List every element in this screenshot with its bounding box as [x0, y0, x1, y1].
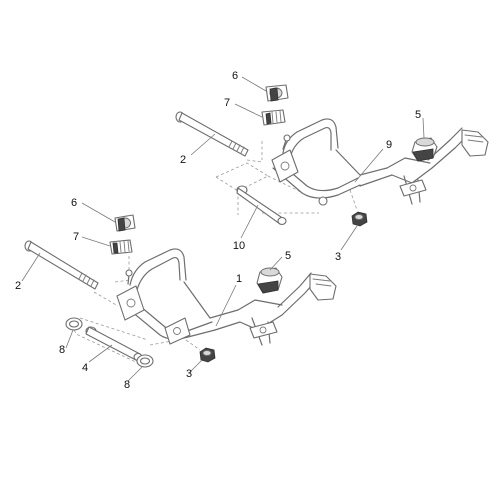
callout-labels: 6 7 5 9 2 10 3 6 7 5 2 1 8 4 8 3: [15, 70, 421, 391]
main-stand-frame-upper: [271, 118, 489, 206]
callout-3-lower: 3: [186, 368, 192, 380]
long-bolt-lower: [24, 240, 99, 290]
callout-2-upper: 2: [180, 154, 186, 166]
pivot-shaft: [85, 326, 143, 362]
callout-10: 10: [233, 240, 245, 252]
nut-lower: [199, 347, 216, 363]
callout-6-lower: 6: [71, 197, 77, 209]
pin-10: [236, 185, 287, 226]
callout-8-right: 8: [124, 379, 130, 391]
spring-upper: [261, 109, 286, 126]
callout-4: 4: [82, 362, 88, 374]
callout-2-lower: 2: [15, 280, 21, 292]
upper-assembly: [175, 84, 489, 227]
callout-5-upper: 5: [415, 109, 421, 121]
rubber-foot-upper: [411, 137, 438, 162]
callout-6-upper: 6: [232, 70, 238, 82]
leader-lines: [21, 76, 425, 382]
callout-7-lower: 7: [73, 231, 79, 243]
spring-bushing-lower: [114, 214, 136, 232]
callout-7-upper: 7: [224, 97, 230, 109]
callout-9: 9: [386, 139, 392, 151]
callout-1: 1: [236, 273, 242, 285]
spring-lower: [109, 239, 133, 255]
washer-right: [136, 354, 154, 368]
upper-guide-lines: [215, 141, 358, 215]
lower-guide-lines: [69, 256, 201, 365]
callout-3-upper: 3: [335, 251, 341, 263]
callout-8-left: 8: [59, 344, 65, 356]
spring-bushing-upper: [265, 84, 289, 102]
lower-assembly: [24, 214, 337, 368]
nut-upper: [351, 211, 368, 227]
long-bolt-upper: [175, 111, 249, 157]
washer-left: [65, 317, 83, 331]
callout-5-lower: 5: [285, 250, 291, 262]
main-stand-frame-lower: [116, 248, 337, 346]
rubber-foot-lower: [256, 267, 283, 294]
